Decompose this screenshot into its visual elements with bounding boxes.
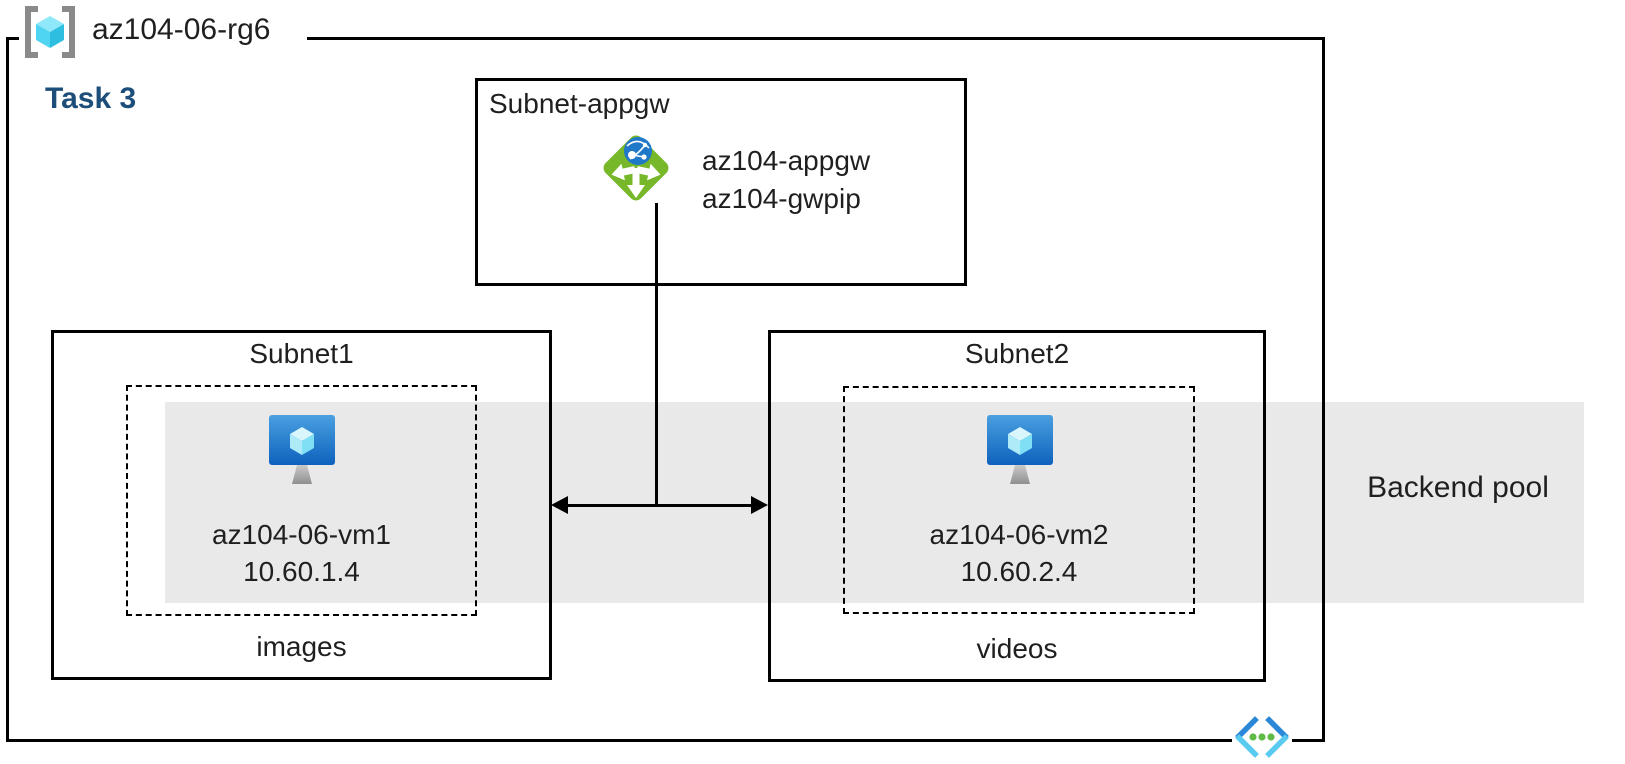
- subnet2-box: [768, 330, 1266, 682]
- task-heading: Task 3: [45, 82, 137, 115]
- subnet2-caption: videos: [976, 633, 1058, 664]
- subnet-appgw-title: Subnet-appgw: [489, 88, 670, 119]
- resource-group-icon: [22, 6, 78, 58]
- application-gateway-icon: [599, 131, 673, 205]
- virtual-machine-icon: [986, 414, 1054, 488]
- arrowhead-left-icon: [551, 496, 568, 514]
- gateway-public-ip-name: az104-gwpip: [702, 183, 861, 214]
- application-gateway-labels: az104-appgw az104-gwpip: [702, 142, 870, 218]
- resource-group-box: [6, 37, 1325, 742]
- resource-group-name: az104-06-rg6: [92, 13, 271, 46]
- resource-group-header-mask: [19, 20, 307, 58]
- virtual-machine-icon: [268, 414, 336, 488]
- subnet2-title: Subnet2: [964, 338, 1070, 369]
- vm1-name: az104-06-vm1: [212, 519, 391, 550]
- connector-horizontal-line: [566, 504, 756, 507]
- vm2-name: az104-06-vm2: [929, 519, 1109, 550]
- subnet1-title: Subnet1: [249, 338, 354, 369]
- subnet1-caption: images: [256, 631, 347, 662]
- subnet1-box: [51, 330, 552, 680]
- arrowhead-right-icon: [751, 496, 768, 514]
- vm1-ip-address: 10.60.1.4: [243, 556, 360, 587]
- connector-vertical-line: [655, 203, 658, 506]
- subnet1-backend-dashed-box: [126, 385, 477, 616]
- backend-pool-label: Backend pool: [1367, 471, 1549, 504]
- virtual-network-icon: [1232, 715, 1292, 759]
- application-gateway-name: az104-appgw: [702, 145, 871, 176]
- subnet2-backend-dashed-box: [843, 386, 1195, 614]
- subnet-appgw-box: [475, 78, 967, 286]
- backend-pool-band: [165, 402, 1584, 603]
- vm2-ip-address: 10.60.2.4: [960, 556, 1078, 587]
